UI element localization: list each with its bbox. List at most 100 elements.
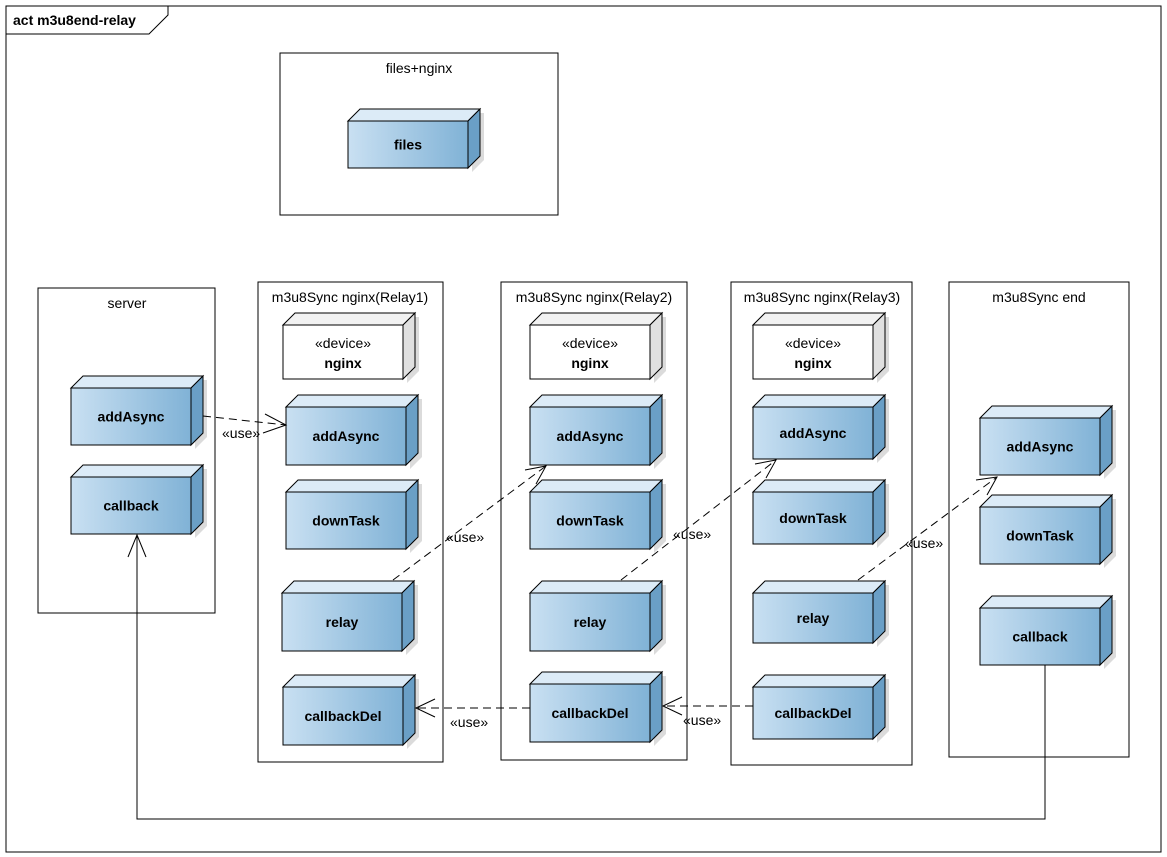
node-stereotype: «device» (315, 335, 371, 351)
use-label: «use» (222, 425, 260, 441)
node-label: downTask (312, 513, 380, 529)
node-front-face (347, 120, 469, 169)
node-side-face (1099, 594, 1113, 667)
node-end-downtask[interactable]: downTask (978, 493, 1116, 568)
node-top-face (751, 312, 887, 326)
node-label: callbackDel (551, 705, 628, 721)
node-r3-addasync[interactable]: addAsync (751, 393, 889, 463)
node-r3-device[interactable]: «device»nginx (751, 311, 889, 383)
node-r3-callbackdel[interactable]: callbackDel (751, 673, 889, 743)
node-label: downTask (1006, 528, 1074, 544)
node-top-face (284, 479, 420, 493)
node-server-addasync[interactable]: addAsync (69, 374, 207, 449)
node-r2-callbackdel[interactable]: callbackDel (528, 670, 666, 746)
package-title: m3u8Sync nginx(Relay1) (272, 289, 428, 305)
node-side-face (190, 374, 204, 447)
node-top-face (346, 108, 482, 122)
node-top-face (978, 595, 1114, 609)
node-front-face (752, 324, 874, 380)
package-title: m3u8Sync nginx(Relay2) (516, 289, 672, 305)
node-label: relay (797, 610, 830, 626)
node-front-face (752, 686, 874, 740)
package-title: m3u8Sync end (992, 289, 1085, 305)
node-r1-downtask[interactable]: downTask (284, 478, 422, 553)
node-side-face (872, 478, 886, 546)
node-label: addAsync (1007, 439, 1074, 455)
node-r3-downtask[interactable]: downTask (751, 478, 889, 548)
use-connector-relay1-to-relay2[interactable]: «use» (392, 465, 547, 581)
node-front-face (979, 417, 1101, 476)
node-top-face (751, 580, 887, 594)
node-side-face (402, 673, 416, 747)
node-label: downTask (779, 510, 847, 526)
node-label: nginx (571, 355, 609, 371)
node-label: addAsync (98, 409, 165, 425)
node-label: callbackDel (774, 705, 851, 721)
node-label: nginx (324, 355, 362, 371)
use-connector-server-to-relay1[interactable]: «use» (202, 413, 288, 441)
node-side-face (649, 393, 663, 467)
package-title: m3u8Sync nginx(Relay3) (744, 289, 900, 305)
node-front-face (752, 592, 874, 644)
node-top-face (751, 479, 887, 493)
node-front-face (529, 491, 651, 550)
node-end-addasync[interactable]: addAsync (978, 404, 1116, 479)
node-label: addAsync (557, 428, 624, 444)
node-front-face (752, 406, 874, 460)
node-server-callback[interactable]: callback (69, 463, 207, 538)
node-top-face (281, 674, 417, 688)
use-connector-relay2-to-relay3[interactable]: «use» (620, 459, 777, 581)
node-front-face (285, 491, 407, 550)
node-side-face (1099, 493, 1113, 566)
node-front-face (70, 476, 192, 535)
frame-title-tab (6, 6, 169, 35)
node-stereotype: «device» (785, 335, 841, 351)
use-connector-relay2-callbackdel-to-relay1[interactable]: «use» (414, 698, 530, 730)
node-r2-downtask[interactable]: downTask (528, 478, 666, 553)
node-front-face (529, 324, 651, 380)
node-top-face (528, 580, 664, 594)
node-side-face (190, 463, 204, 536)
node-side-face (401, 579, 415, 653)
node-label: downTask (556, 513, 624, 529)
node-front-face (281, 592, 403, 652)
node-front-face (70, 387, 192, 446)
node-top-face (528, 671, 664, 685)
use-connector-relay3-to-end[interactable]: «use» (857, 476, 998, 581)
node-r3-relay[interactable]: relay (751, 579, 889, 647)
node-side-face (1099, 404, 1113, 477)
connectors: «use» «use» «use» «use» «use» (127, 413, 1046, 820)
node-top-face (69, 375, 205, 389)
node-side-face (405, 393, 419, 467)
node-label: relay (574, 614, 607, 630)
node-label: callback (103, 498, 158, 514)
node-top-face (281, 312, 417, 326)
node-top-face (528, 312, 664, 326)
node-r1-relay[interactable]: relay (280, 579, 418, 655)
use-connector-relay3-callbackdel-to-relay2[interactable]: «use» (661, 696, 753, 728)
flow-end-callback-to-server-callback[interactable] (127, 533, 1046, 820)
package-server[interactable]: server (37, 287, 216, 614)
node-front-face (529, 683, 651, 743)
node-files[interactable]: files (346, 107, 484, 172)
package-title: server (108, 295, 147, 311)
node-front-face (979, 607, 1101, 666)
node-r2-addasync[interactable]: addAsync (528, 393, 666, 469)
use-label: «use» (450, 714, 488, 730)
node-top-face (528, 394, 664, 408)
node-side-face (402, 311, 416, 381)
node-side-face (649, 579, 663, 653)
node-label: addAsync (313, 428, 380, 444)
node-r1-callbackdel[interactable]: callbackDel (281, 673, 419, 749)
frame-title: act m3u8end-relay (13, 12, 136, 28)
node-front-face (979, 506, 1101, 565)
node-side-face (649, 670, 663, 744)
node-r2-device[interactable]: «device»nginx (528, 311, 666, 383)
node-r1-addasync[interactable]: addAsync (284, 393, 422, 469)
node-r1-device[interactable]: «device» nginx (281, 311, 419, 383)
node-end-callback[interactable]: callback (978, 594, 1116, 669)
node-label: callbackDel (304, 708, 381, 724)
node-r2-relay[interactable]: relay (528, 579, 666, 655)
node-top-face (280, 580, 416, 594)
